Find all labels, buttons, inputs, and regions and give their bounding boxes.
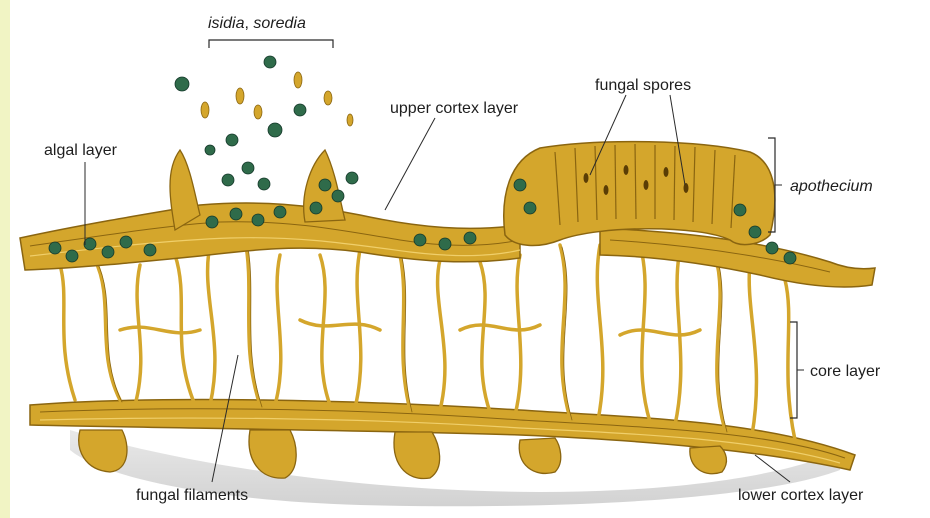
label-core-layer: core layer bbox=[810, 363, 881, 380]
isidia-soredia-particles bbox=[175, 56, 353, 155]
label-algal-layer: algal layer bbox=[44, 142, 118, 159]
label-fungal-filaments: fungal filaments bbox=[136, 487, 248, 504]
label-upper-cortex-layer: upper cortex layer bbox=[390, 100, 519, 117]
label-lower-cortex-layer: lower cortex layer bbox=[738, 487, 864, 504]
label-fungal-spores: fungal spores bbox=[595, 77, 691, 94]
isidia-brace bbox=[209, 40, 333, 48]
label-isidia-soredia: isidia, soredia bbox=[208, 15, 306, 32]
upper-cortex-leader bbox=[385, 118, 435, 210]
label-apothecium: apothecium bbox=[790, 178, 873, 195]
